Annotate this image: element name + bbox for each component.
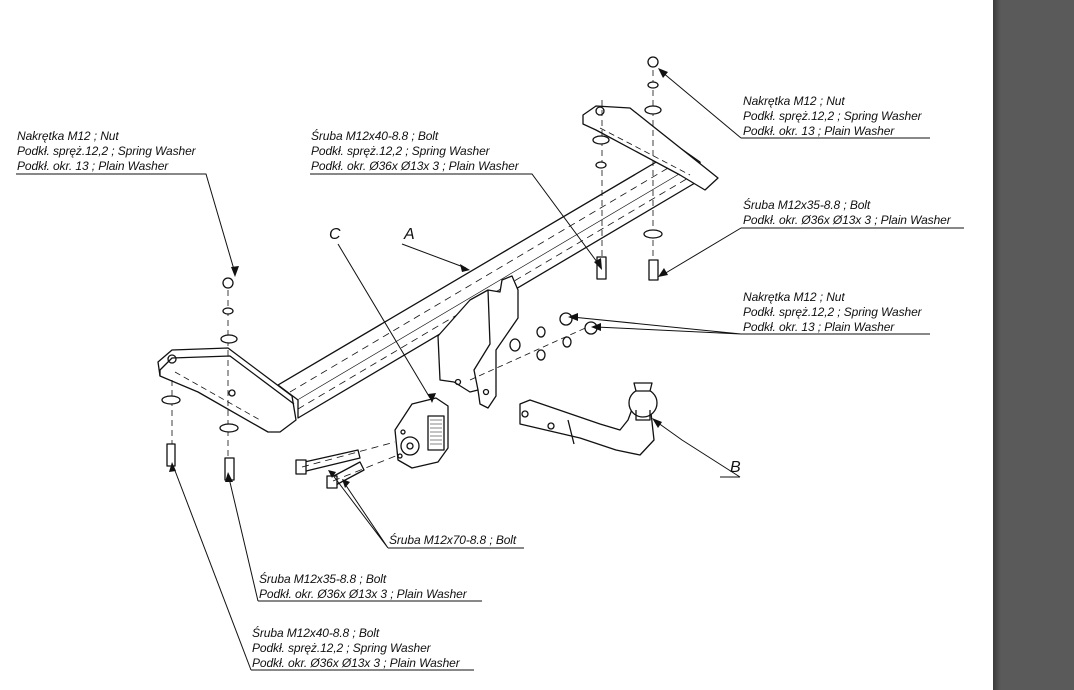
label-line: Podkł. spręż.12,2 ; Spring Washer [743,109,922,123]
label-line: Śruba M12x35-8.8 ; Bolt [743,198,871,212]
label-line: Podkł. okr. 13 ; Plain Washer [743,124,895,138]
label-line: Podkł. spręż.12,2 ; Spring Washer [311,144,490,158]
towbar-assembly-drawing [16,56,964,671]
right-mounting-plate [582,105,719,191]
ball-neck-b [519,382,658,456]
left-fastener-stack-1 [219,277,239,481]
label-line: Podkł. okr. 13 ; Plain Washer [743,320,895,334]
left-mounting-plate [157,347,297,433]
label-line: Śruba M12x40-8.8 ; Bolt [252,626,380,640]
label-line: Śruba M12x40-8.8 ; Bolt [311,129,439,143]
label-nut-top-right: Nakrętka M12 ; Nut Podkł. spręż.12,2 ; S… [743,94,922,139]
label-bolt-bottom-1: Śruba M12x35-8.8 ; Bolt Podkł. okr. Ø36x… [259,572,467,602]
label-line: Podkł. okr. Ø36x Ø13x 3 ; Plain Washer [311,159,519,173]
arrowheads [169,68,668,488]
label-line: Nakrętka M12 ; Nut [743,290,845,304]
right-fastener-stack-2 [643,56,663,281]
leader-lines [16,71,964,671]
label-line: Śruba M12x70-8.8 ; Bolt [389,533,517,547]
label-line: Nakrętka M12 ; Nut [743,94,845,108]
label-line: Podkł. spręż.12,2 ; Spring Washer [17,144,196,158]
label-line: Podkł. spręż.12,2 ; Spring Washer [743,305,922,319]
label-line: Podkł. okr. 13 ; Plain Washer [17,159,169,173]
socket-plate-c [394,397,449,469]
label-line: Podkł. okr. Ø36x Ø13x 3 ; Plain Washer [743,213,951,227]
label-nut-left: Nakrętka M12 ; Nut Podkł. spręż.12,2 ; S… [17,129,196,174]
left-fastener-stack-2 [161,380,181,467]
bolts-m12x70 [295,441,399,489]
part-letter-a: A [404,226,415,243]
label-nut-mid-right: Nakrętka M12 ; Nut Podkł. spręż.12,2 ; S… [743,290,922,335]
center-bracket [437,275,519,409]
part-letter-b: B [730,459,741,476]
center-fastener-stack [469,312,598,381]
label-bolt-m12x70: Śruba M12x70-8.8 ; Bolt [389,533,516,548]
part-letter-c: C [329,226,341,243]
label-line: Podkł. spręż.12,2 ; Spring Washer [252,641,431,655]
crossbar-a [277,147,701,419]
label-line: Podkł. okr. Ø36x Ø13x 3 ; Plain Washer [252,656,460,670]
label-bolt-top: Śruba M12x40-8.8 ; Bolt Podkł. spręż.12,… [311,129,519,174]
label-bolt-bottom-2: Śruba M12x40-8.8 ; Bolt Podkł. spręż.12,… [252,626,460,671]
label-line: Nakrętka M12 ; Nut [17,129,119,143]
page-shadow [993,0,1001,690]
document-page: Nakrętka M12 ; Nut Podkł. spręż.12,2 ; S… [0,0,993,690]
label-line: Podkł. okr. Ø36x Ø13x 3 ; Plain Washer [259,587,467,601]
label-line: Śruba M12x35-8.8 ; Bolt [259,572,387,586]
label-bolt-right: Śruba M12x35-8.8 ; Bolt Podkł. okr. Ø36x… [743,198,951,228]
